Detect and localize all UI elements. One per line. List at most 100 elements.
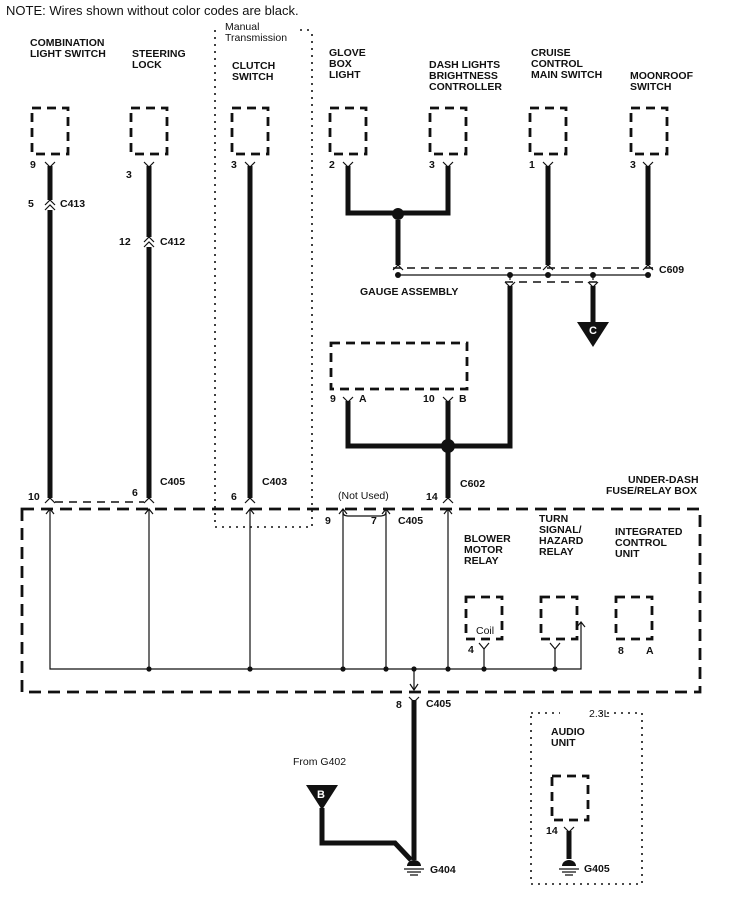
- glove-box-light-box: [328, 106, 368, 156]
- label-line: INTEGRATED: [615, 526, 683, 538]
- label-line: GLOVE: [329, 47, 366, 59]
- coil-label: Coil: [476, 625, 494, 637]
- label-line: BOX: [329, 58, 352, 70]
- label-line: LIGHT SWITCH: [30, 48, 106, 60]
- g405-label: G405: [584, 863, 610, 875]
- pin-a-num: 9: [330, 393, 336, 405]
- c413-pin: 5: [28, 198, 34, 210]
- icu-pin-num: 8: [618, 645, 624, 657]
- wire-from-g402: [319, 808, 413, 862]
- c602-label: C602: [460, 478, 485, 490]
- c405-jumper: [342, 511, 387, 517]
- pin-label: 2: [329, 159, 335, 171]
- pin-label: 9: [30, 159, 36, 171]
- c602-pin: 14: [426, 491, 438, 503]
- label-line: MAIN SWITCH: [531, 69, 602, 81]
- group-label: Transmission: [225, 32, 287, 44]
- pin-b: B: [459, 393, 467, 405]
- pin-a: A: [359, 393, 367, 405]
- splice-dot: [441, 439, 455, 453]
- pin-label: 3: [630, 159, 636, 171]
- internal-ground-bus: [49, 509, 582, 690]
- pin-label: 3: [126, 169, 132, 181]
- dash-lights-label: DASH LIGHTS BRIGHTNESS CONTROLLER: [429, 59, 502, 93]
- from-g402-label: From G402: [293, 756, 346, 768]
- group-label: Manual: [225, 21, 259, 33]
- under-dash-label: FUSE/RELAY BOX: [606, 485, 697, 497]
- ground-g404-icon: [404, 860, 424, 876]
- blower-motor-relay-label: BLOWER MOTOR RELAY: [464, 533, 511, 567]
- label-line: MOTOR: [464, 544, 503, 556]
- gauge-output-forks: [504, 281, 599, 288]
- c405-pin-7: 7: [371, 515, 377, 527]
- blower-pin: 4: [468, 644, 474, 656]
- turn-signal-relay-box: [539, 595, 579, 641]
- label-line: RELAY: [464, 555, 499, 567]
- c412-pin: 12: [119, 236, 131, 248]
- clutch-switch-label: Manual Transmission CLUTCH SWITCH: [225, 21, 287, 83]
- under-dash-label: UNDER-DASH: [628, 474, 699, 486]
- internal-arrow-down: [409, 683, 419, 692]
- splice-dot: [392, 208, 404, 220]
- pin-label: 1: [529, 159, 535, 171]
- label-line: SWITCH: [232, 71, 273, 83]
- label-line: STEERING: [132, 48, 186, 60]
- blower-motor-relay-box: [464, 595, 504, 641]
- under-dash-fuse-relay-box: [20, 507, 702, 694]
- turn-signal-hazard-relay-label: TURN SIGNAL/ HAZARD RELAY: [539, 513, 584, 558]
- fusebox-entry-forks: [44, 497, 454, 504]
- wire-glove-dash: [345, 166, 451, 216]
- bus-dot: [545, 272, 551, 278]
- label-line: HAZARD: [539, 535, 584, 547]
- c405-mid-label: C405: [398, 515, 423, 527]
- offpage-c-label: C: [589, 325, 597, 337]
- relay-terminals: [478, 621, 586, 650]
- c403-pin: 6: [231, 491, 237, 503]
- pin-label: 3: [429, 159, 435, 171]
- integrated-control-unit-box: [614, 595, 654, 641]
- label-line: CONTROL: [531, 58, 583, 70]
- label-line: SIGNAL/: [539, 524, 582, 536]
- label-line: RELAY: [539, 546, 574, 558]
- connector-c412-symbol: [143, 236, 155, 248]
- clutch-switch-box: [230, 106, 270, 156]
- steering-lock-label: STEERING LOCK: [132, 48, 186, 71]
- c609-label: C609: [659, 264, 684, 276]
- c405-pin-6: 6: [132, 487, 138, 499]
- label-line: SWITCH: [630, 81, 671, 93]
- label-line: LOCK: [132, 59, 162, 71]
- cruise-control-box: [528, 106, 568, 156]
- label-line: TURN: [539, 513, 568, 525]
- c403-label: C403: [262, 476, 287, 488]
- ground-g405-icon: [559, 860, 579, 876]
- audio-unit-box: [550, 774, 590, 822]
- manual-transmission-frame: [214, 29, 313, 528]
- connector-c413-symbol: [44, 199, 56, 211]
- label-line: COMBINATION: [30, 37, 104, 49]
- label-line: CRUISE: [531, 47, 571, 59]
- audio-unit-label: UNIT: [551, 737, 576, 749]
- c405-pin-9: 9: [325, 515, 331, 527]
- c405-label: C405: [160, 476, 185, 488]
- steering-lock-box: [129, 106, 169, 156]
- not-used-label: (Not Used): [338, 490, 389, 502]
- moonroof-switch-box: [629, 106, 669, 156]
- c412-label: C412: [160, 236, 185, 248]
- bus-dot: [645, 272, 651, 278]
- bus-junction-dots: [146, 666, 558, 672]
- label-line: CONTROLLER: [429, 81, 502, 93]
- audio-pin: 14: [546, 825, 558, 837]
- moonroof-switch-label: MOONROOF SWITCH: [630, 70, 694, 93]
- g404-label: G404: [430, 864, 456, 876]
- gauge-assembly-label: GAUGE ASSEMBLY: [360, 286, 458, 298]
- cruise-control-label: CRUISE CONTROL MAIN SWITCH: [531, 47, 602, 81]
- label-line: CLUTCH: [232, 60, 275, 72]
- offpage-c-triangle: [577, 322, 609, 347]
- wire-gauge-to-splice: [448, 286, 513, 449]
- bus-drops: [509, 275, 594, 280]
- pin-b-num: 10: [423, 393, 435, 405]
- wire-a: [345, 401, 448, 449]
- offpage-b-label: B: [317, 789, 325, 801]
- offpage-b-triangle: [306, 785, 338, 810]
